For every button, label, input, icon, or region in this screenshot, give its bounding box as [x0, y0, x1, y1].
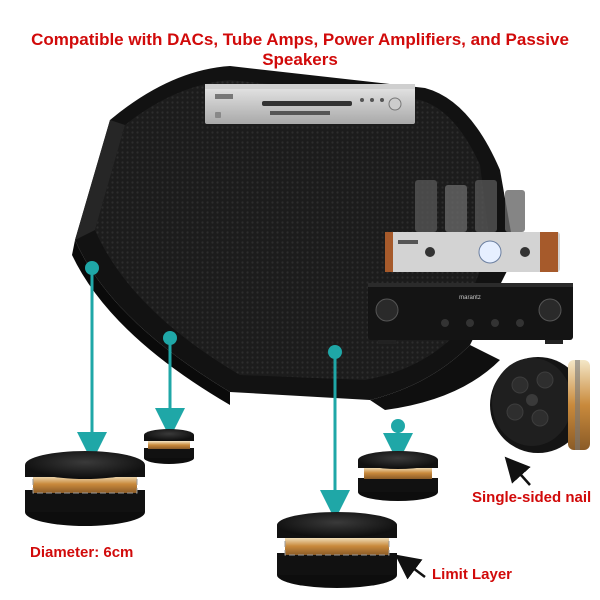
isolation-foot-right [358, 451, 438, 501]
page-headline: Compatible with DACs, Tube Amps, Power A… [31, 30, 569, 69]
isolation-foot-small [144, 429, 194, 464]
limit-pointer-arrow [395, 554, 426, 580]
foot-arrows [77, 268, 413, 520]
amplifier-brand-text: marantz [459, 295, 481, 301]
diameter-label: Diameter: 6cm [30, 544, 134, 561]
isolation-foot-left [25, 451, 145, 526]
nail-closeup [490, 357, 590, 453]
cd-player [205, 84, 415, 124]
nail-pointer-arrow [504, 456, 531, 486]
arrow-dots [85, 261, 405, 433]
isolation-foot-center [277, 512, 397, 588]
nail-label: Single-sided nail [472, 489, 592, 506]
integrated-amplifier [368, 283, 573, 344]
limit-layer-label: Limit Layer [432, 566, 513, 583]
tube-amplifier [385, 180, 560, 272]
